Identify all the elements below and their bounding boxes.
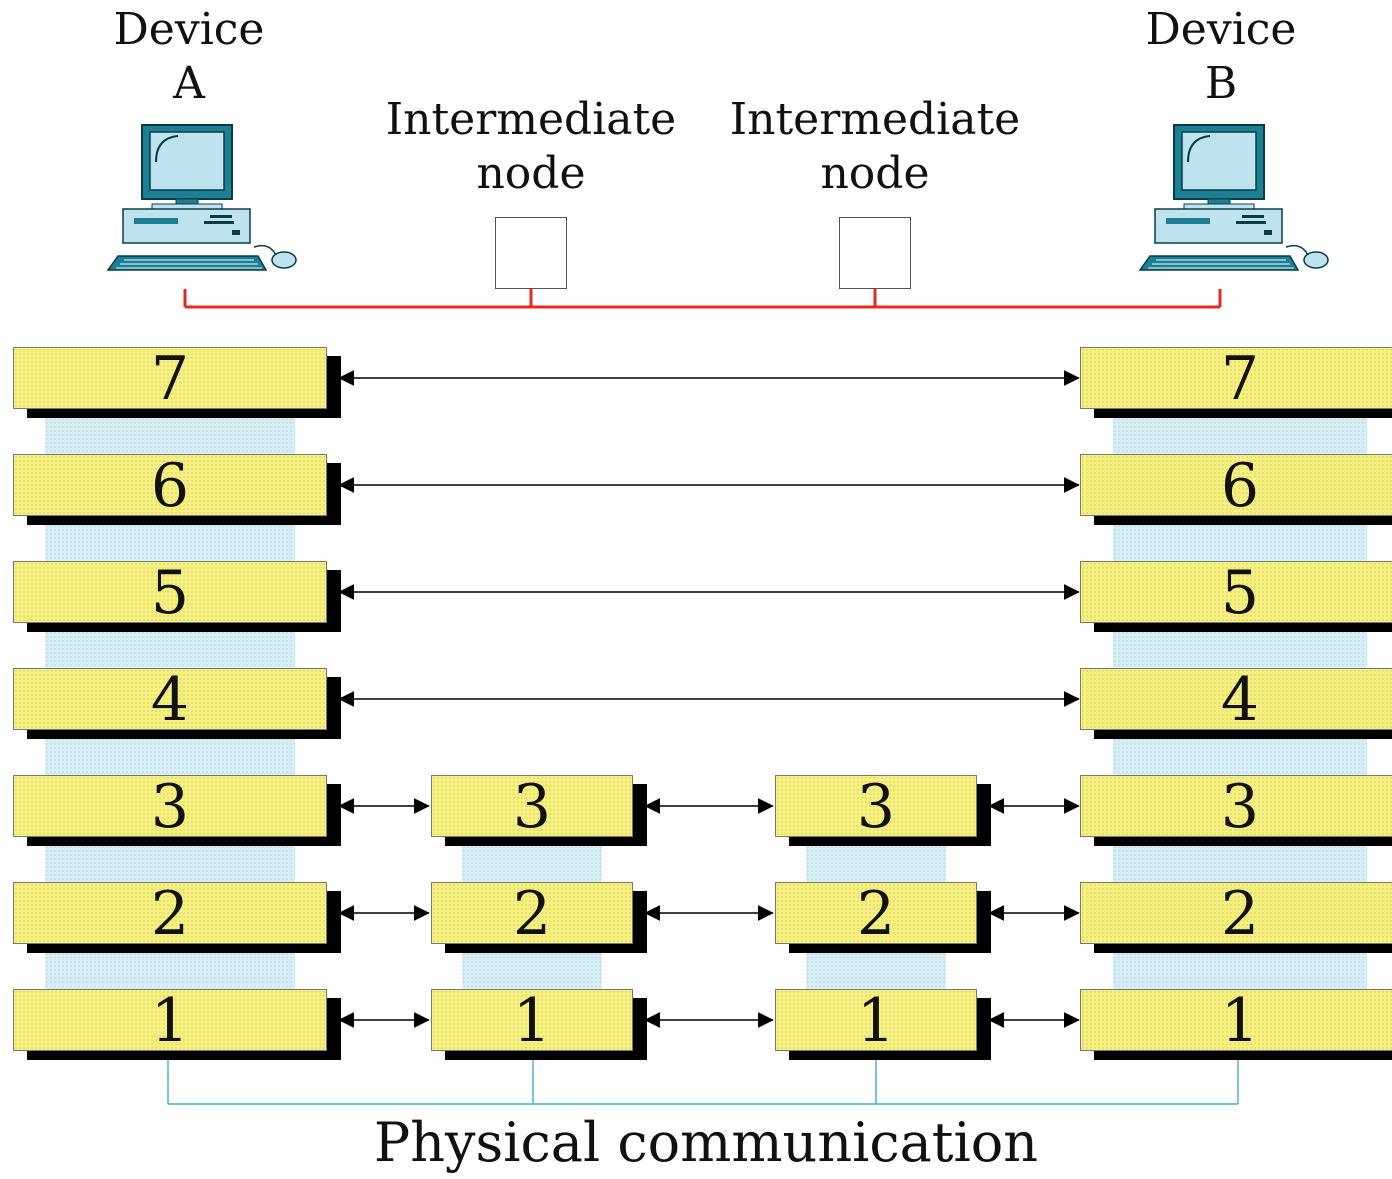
layer-2-node-2: 2	[775, 879, 977, 949]
device-a-label: Device A	[79, 8, 299, 106]
layer-interface-b	[1113, 837, 1367, 882]
node-1-label: Intermediate node	[361, 98, 701, 196]
layer-number: 3	[150, 772, 190, 842]
layer-number: 4	[1220, 665, 1260, 735]
layer-number: 2	[150, 879, 190, 949]
layer-number: 1	[1220, 986, 1260, 1056]
layer-2-b: 2	[1080, 879, 1392, 949]
desktop-computer-icon	[106, 124, 297, 271]
device-b-label: Device B	[1111, 8, 1331, 106]
layer-1-node-1: 1	[431, 986, 633, 1056]
layer-1-node-2: 1	[775, 986, 977, 1056]
layer-number: 6	[150, 451, 190, 521]
layer-4-a: 4	[13, 665, 327, 735]
layer-interface-b	[1113, 623, 1367, 668]
layer-interface-a	[45, 623, 295, 668]
layer-1-b: 1	[1080, 986, 1392, 1056]
layer-4-b: 4	[1080, 665, 1392, 735]
desktop-computer-icon	[1138, 124, 1329, 271]
device-b-label-line1: Device	[1145, 4, 1297, 55]
layer-interface-b	[1113, 944, 1367, 989]
device-a-label-line2: A	[173, 58, 205, 109]
layer-number: 4	[150, 665, 190, 735]
device-a-label-line1: Device	[113, 4, 265, 55]
layer-interface-a	[45, 516, 295, 561]
square-node-icon	[839, 217, 911, 289]
layer-interface-a	[45, 730, 295, 775]
layer-3-node-1: 3	[431, 772, 633, 842]
layer-7-b: 7	[1080, 344, 1392, 414]
layer-interface-node-1	[462, 837, 602, 882]
layer-number: 2	[856, 879, 896, 949]
layer-number: 7	[1220, 344, 1260, 414]
layer-1-a: 1	[13, 986, 327, 1056]
layer-number: 2	[1220, 879, 1260, 949]
layer-interface-b	[1113, 730, 1367, 775]
layer-7-a: 7	[13, 344, 327, 414]
node-2-label-line2: node	[820, 148, 930, 199]
square-node-icon	[495, 217, 567, 289]
layer-interface-b	[1113, 409, 1367, 454]
layer-number: 3	[1220, 772, 1260, 842]
layer-number: 1	[512, 986, 552, 1056]
layer-3-b: 3	[1080, 772, 1392, 842]
layer-number: 3	[512, 772, 552, 842]
layer-3-node-2: 3	[775, 772, 977, 842]
layer-interface-a	[45, 944, 295, 989]
layer-number: 7	[150, 344, 190, 414]
layer-interface-node-2	[806, 837, 946, 882]
layer-interface-a	[45, 837, 295, 882]
layer-interface-node-2	[806, 944, 946, 989]
layer-5-b: 5	[1080, 558, 1392, 628]
layer-number: 3	[856, 772, 896, 842]
layer-interface-node-1	[462, 944, 602, 989]
node-1-label-line1: Intermediate	[385, 94, 677, 145]
node-2-label: Intermediate node	[705, 98, 1045, 196]
layer-6-b: 6	[1080, 451, 1392, 521]
physical-communication-label: Physical communication	[373, 1111, 1039, 1174]
layer-number: 1	[150, 986, 190, 1056]
layer-number: 5	[1220, 558, 1260, 628]
layer-3-a: 3	[13, 772, 327, 842]
peer-arrows	[338, 370, 1080, 1028]
node-1-label-line2: node	[476, 148, 586, 199]
layer-interface-b	[1113, 516, 1367, 561]
node-2-label-line1: Intermediate	[729, 94, 1021, 145]
layer-6-a: 6	[13, 451, 327, 521]
layer-5-a: 5	[13, 558, 327, 628]
layer-number: 1	[856, 986, 896, 1056]
layer-number: 6	[1220, 451, 1260, 521]
device-b-label-line2: B	[1204, 58, 1238, 109]
layer-number: 2	[512, 879, 552, 949]
network-bus	[183, 289, 1222, 309]
physical-link	[167, 1050, 1239, 1105]
layer-2-node-1: 2	[431, 879, 633, 949]
layer-2-a: 2	[13, 879, 327, 949]
layer-number: 5	[150, 558, 190, 628]
layer-interface-a	[45, 409, 295, 454]
